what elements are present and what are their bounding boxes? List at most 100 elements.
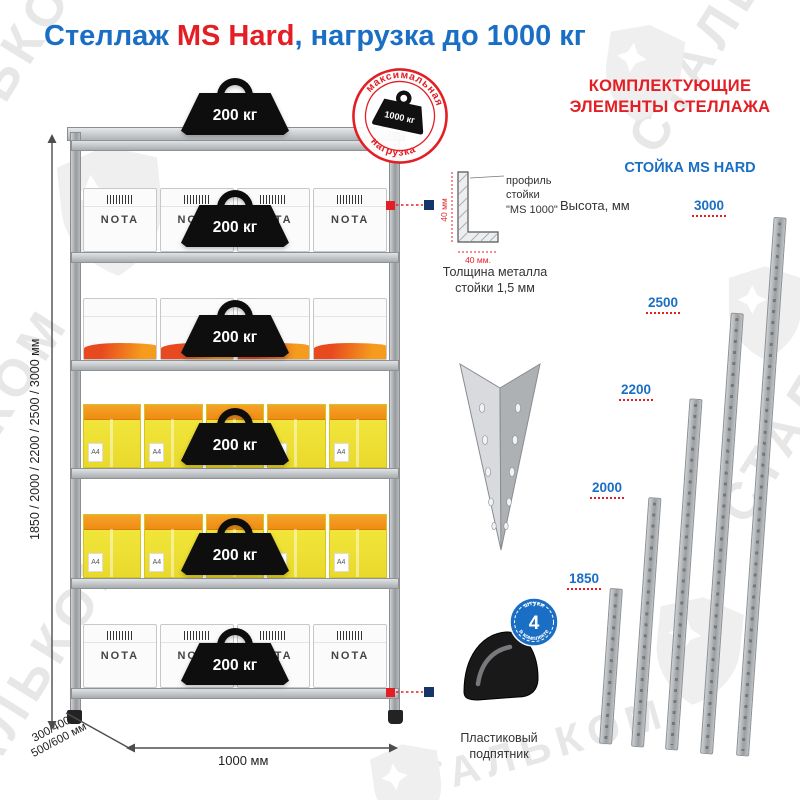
shield-watermark-icon — [656, 597, 744, 705]
barcode-mark — [183, 195, 210, 204]
weight-label: 200 кг — [212, 219, 258, 236]
profile-caption-line1: профиль — [506, 175, 552, 187]
post-height-label: 3000 — [692, 198, 727, 217]
profile-dim-left: 40 мм — [440, 198, 449, 222]
paper-box: NOTA — [313, 624, 387, 688]
profile-hatching — [458, 173, 498, 242]
post-height-label: 1850 — [567, 571, 602, 590]
plastic-foot-insert — [475, 644, 513, 687]
title-part-red: MS Hard — [176, 20, 295, 52]
badge-weight-body — [372, 98, 424, 135]
max-load-badge: максимальная нагрузка 1000 кг — [352, 62, 450, 164]
rack-post-left — [70, 132, 81, 716]
weight-icon: 200 кг — [181, 190, 289, 247]
thickness-line2: стойки 1,5 мм — [455, 281, 535, 296]
weight-body: 200 кг — [181, 423, 289, 465]
rack-shelf — [71, 468, 399, 479]
pack-size-label: A4 — [149, 443, 165, 462]
connector-marker-blue — [424, 200, 434, 210]
paper-pack: A4 — [328, 514, 388, 578]
weight-body: 200 кг — [181, 533, 289, 575]
rack-shelf — [71, 252, 399, 263]
weight-body: 200 кг — [181, 643, 289, 685]
plastic-foot-body — [463, 631, 539, 701]
post-height-label: 2500 — [646, 295, 681, 314]
weight-body: 200 кг — [181, 93, 289, 135]
profile-caption: профиль стойки "MS 1000" — [506, 174, 558, 217]
weight-label: 200 кг — [212, 437, 258, 454]
profile-dim-bottom: 40 мм. — [465, 255, 491, 265]
box-brand-label: NOTA — [330, 214, 370, 226]
components-subheading: СТОЙКА MS HARD — [624, 160, 756, 176]
box-brand-label: NOTA — [330, 650, 370, 662]
connector-marker-red — [386, 688, 395, 697]
paper-box: NOTA — [83, 624, 157, 688]
weight-handle — [217, 78, 253, 98]
barcode-mark — [337, 195, 364, 204]
title-part-blue: Стеллаж — [44, 20, 177, 52]
post-height-label: 2200 — [619, 382, 654, 401]
shield-watermark-icon — [605, 24, 686, 122]
weight-icon: 200 кг — [181, 628, 289, 685]
weight-icon: 200 кг — [181, 408, 289, 465]
rack-shelf — [71, 360, 399, 371]
pack-size-label: A4 — [333, 553, 349, 572]
profile-angle-shape — [457, 171, 499, 243]
quantity-badge: штуки в комплекте 4 — [509, 597, 559, 647]
weight-body: 200 кг — [181, 205, 289, 247]
width-dimension-label: 1000 мм — [218, 753, 269, 768]
barcode-mark — [260, 631, 287, 640]
weight-label: 200 кг — [212, 547, 258, 564]
components-heading: КОМПЛЕКТУЮЩИЕ ЭЛЕМЕНТЫ СТЕЛЛАЖА — [545, 76, 795, 119]
shield-watermark-icon — [728, 266, 800, 360]
post-height-label: 2000 — [590, 480, 625, 499]
quantity-badge-top-text: штуки — [523, 600, 546, 610]
components-heading-line1: КОМПЛЕКТУЮЩИЕ — [588, 77, 752, 95]
paper-box-orange — [83, 298, 157, 360]
paper-box: NOTA — [83, 188, 157, 252]
pack-size-label: A4 — [333, 443, 349, 462]
connector-marker-red — [386, 201, 395, 210]
rack-illustration: NOTA NOTA NOTA NOTA A4 A4 A4 A4 A4 A4 A4… — [67, 78, 405, 760]
profile-caption-line3: "MS 1000" — [506, 203, 558, 216]
pack-size-label: A4 — [88, 553, 103, 572]
barcode-mark — [260, 195, 287, 204]
thickness-line1: Толщина металла — [442, 265, 548, 279]
height-caption: Высота, мм — [560, 198, 630, 213]
corner-post-holes — [479, 403, 521, 530]
rack-shelf — [71, 578, 399, 589]
pack-size-label: A4 — [149, 553, 165, 572]
weight-label: 200 кг — [212, 657, 258, 674]
weight-handle — [217, 408, 253, 428]
post-profile-drawing: 40 мм 40 мм. — [440, 171, 505, 265]
paper-pack: A4 — [83, 514, 142, 578]
weight-body: 200 кг — [181, 315, 289, 357]
rack-foot — [388, 710, 403, 724]
svg-text:штуки: штуки — [523, 600, 546, 610]
paper-box: NOTA — [313, 188, 387, 252]
plastic-foot-photo — [463, 631, 539, 701]
quantity-badge-count: 4 — [529, 613, 540, 634]
barcode-mark — [106, 631, 133, 640]
weight-handle — [217, 190, 253, 210]
shield-watermark-icon — [370, 744, 442, 800]
weight-icon: 200 кг — [181, 300, 289, 357]
rack-shelf — [71, 688, 399, 699]
paper-box-orange — [313, 298, 387, 360]
weight-icon: 200 кг — [181, 518, 289, 575]
plastic-foot-caption: Пластиковый подпятник — [438, 730, 560, 763]
page-title: Стеллаж MS Hard, нагрузка до 1000 кг — [44, 20, 586, 53]
components-heading-line2: ЭЛЕМЕНТЫ СТЕЛЛАЖА — [569, 98, 771, 117]
height-dimension-label: 1850 / 2000 / 2200 / 2500 / 3000 мм — [28, 338, 42, 540]
weight-label: 200 кг — [212, 107, 258, 124]
box-brand-label: NOTA — [100, 214, 140, 226]
connector-marker-blue — [424, 687, 434, 697]
box-brand-label: NOTA — [100, 650, 140, 662]
pack-size-label: A4 — [88, 443, 103, 462]
paper-pack: A4 — [328, 404, 388, 468]
barcode-mark — [106, 195, 133, 204]
barcode-mark — [337, 631, 364, 640]
weight-handle — [217, 518, 253, 538]
plastic-foot-caption-line1: Пластиковый — [460, 731, 538, 745]
